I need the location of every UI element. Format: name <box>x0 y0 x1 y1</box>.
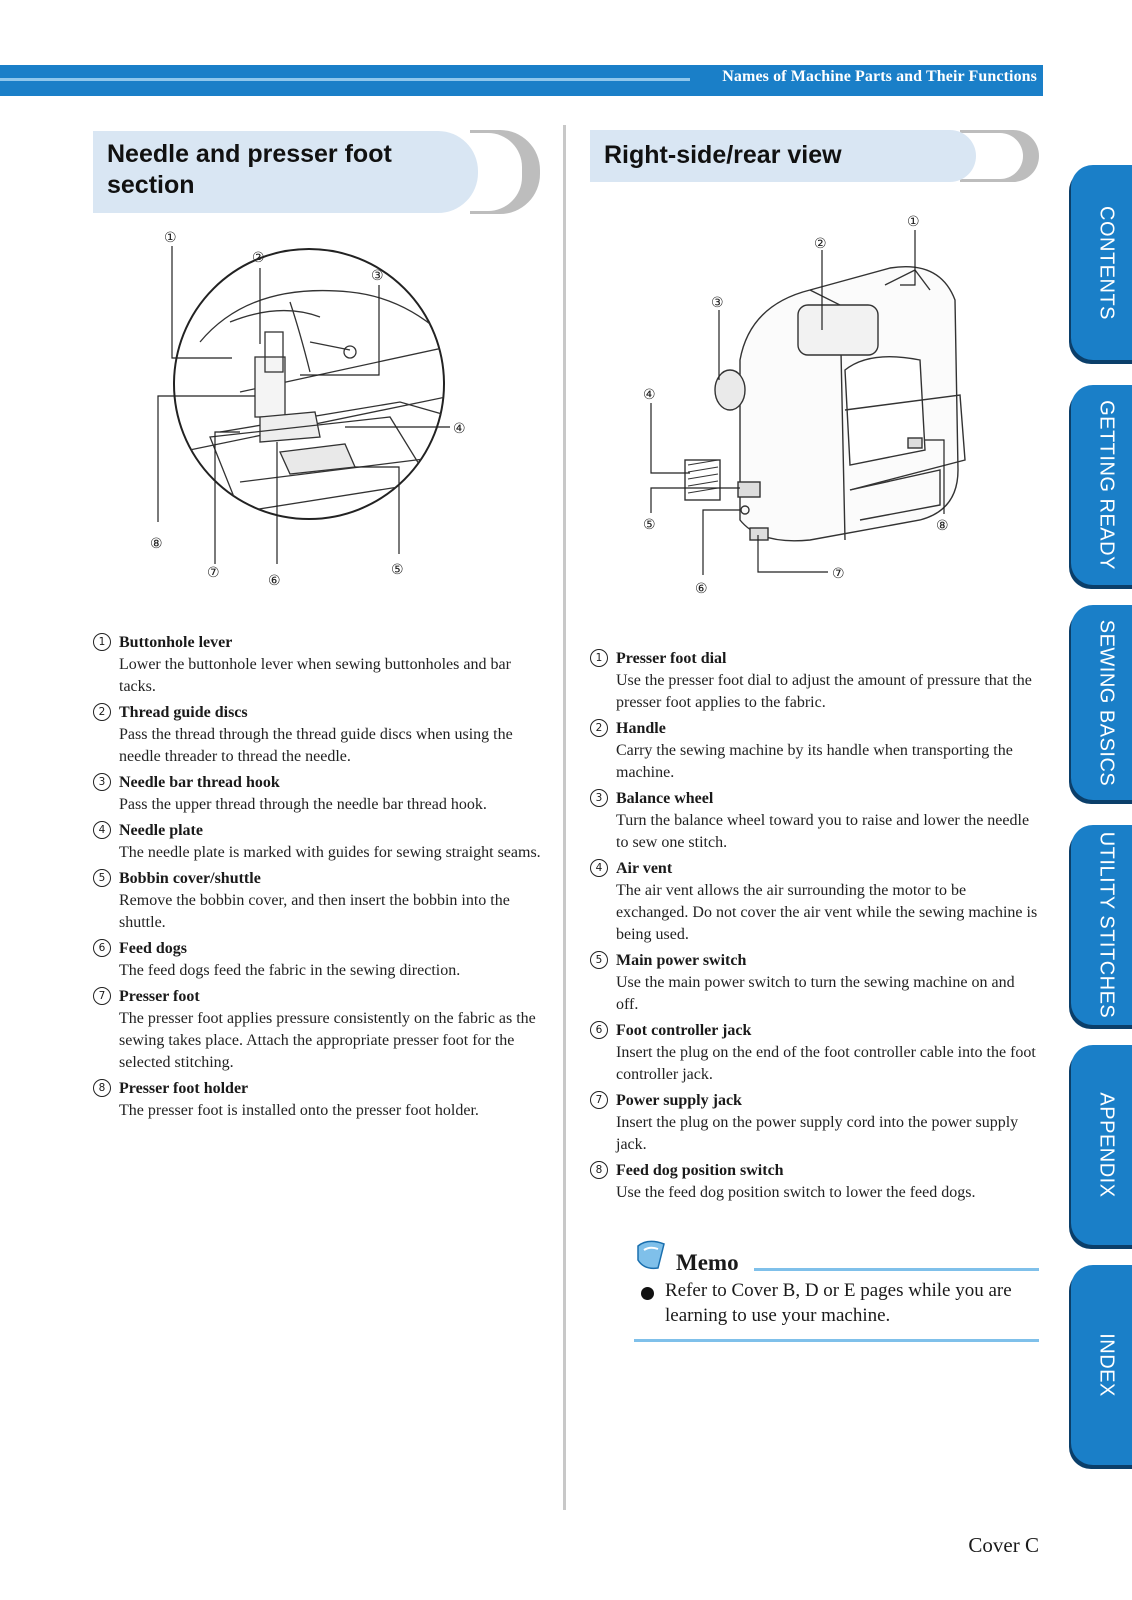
header-title: Names of Machine Parts and Their Functio… <box>722 68 1037 85</box>
right-section-title: Right-side/rear view <box>590 130 976 182</box>
left-callout-1: ① <box>164 230 177 246</box>
right-callout-7: ⑦ <box>832 566 845 582</box>
tab-appendix[interactable]: APPENDIX <box>1071 1045 1132 1245</box>
tab-utility-stitches[interactable]: UTILITY STITCHES <box>1071 825 1132 1025</box>
right-callout-2: ② <box>814 236 827 252</box>
bullet-icon <box>641 1287 654 1300</box>
left-section-title: Needle and presser foot section <box>93 131 478 213</box>
tab-contents[interactable]: CONTENTS <box>1071 165 1132 360</box>
right-callout-8: ⑧ <box>936 518 949 534</box>
left-callout-5: ⑤ <box>391 562 404 578</box>
tab-getting-ready[interactable]: GETTING READY <box>1071 385 1132 585</box>
left-callout-4: ④ <box>453 421 466 437</box>
header-band: Names of Machine Parts and Their Functio… <box>0 65 1043 96</box>
right-callout-4: ④ <box>643 387 656 403</box>
tab-sewing-basics[interactable]: SEWING BASICS <box>1071 605 1132 800</box>
tab-index[interactable]: INDEX <box>1071 1265 1132 1465</box>
page-label: Cover C <box>968 1533 1039 1557</box>
right-callout-1: ① <box>907 214 920 230</box>
memo-title: Memo <box>676 1250 739 1275</box>
left-callout-7: ⑦ <box>207 565 220 581</box>
rear-view-illustration: ① ② ③ ④ ⑤ ⑥ ⑦ ⑧ <box>643 214 966 597</box>
right-callout-5: ⑤ <box>643 517 656 533</box>
memo-text: Refer to Cover B, D or E pages while you… <box>665 1280 1012 1326</box>
left-callout-6: ⑥ <box>268 573 281 589</box>
right-callout-3: ③ <box>711 295 724 311</box>
right-callout-6: ⑥ <box>695 581 708 597</box>
left-callout-8: ⑧ <box>150 536 163 552</box>
memo-rule-bottom <box>634 1339 1039 1342</box>
memo-rule-top <box>754 1268 1039 1271</box>
left-callout-2: ② <box>252 250 265 266</box>
left-callout-3: ③ <box>371 268 384 284</box>
needle-presser-foot-illustration: ① ② ③ ④ ⑤ ⑥ ⑦ ⑧ <box>150 230 466 589</box>
memo-icon <box>637 1240 665 1270</box>
column-divider <box>563 125 566 1510</box>
